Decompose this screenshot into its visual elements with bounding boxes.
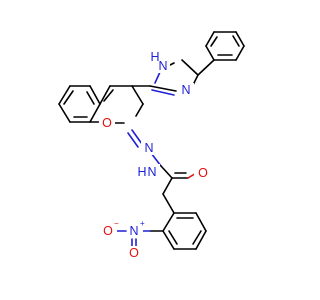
nitro-nitrogen-charge: +: [140, 219, 145, 228]
atom-labels: N H N O N N H O N + O − O: [99, 50, 210, 260]
nitro-oxygen-left-charge: −: [114, 219, 119, 228]
carbonyl-oxygen-label: O: [198, 166, 208, 180]
hydrazide-h-label: H: [137, 165, 146, 179]
hydrazone-linker: [127, 129, 199, 195]
benzimidazole-nh-h-label: H: [150, 50, 159, 64]
benzimidazole-n-label: N: [181, 83, 190, 97]
nitrobenzene-ring: [115, 193, 207, 250]
hydrazide-nitrogen-label: N: [147, 165, 156, 179]
benzimidazole-nh-label: N: [158, 59, 167, 73]
chemical-structure: N H N O N N H O N + O − O: [58, 31, 245, 260]
chromene-benzo-ring: [58, 85, 101, 123]
nitro-nitrogen-label: N: [129, 224, 138, 238]
nitro-oxygen-left-label: O: [103, 224, 113, 238]
pyran-ring: [89, 85, 144, 124]
imine-nitrogen-label: N: [144, 141, 153, 155]
nitro-oxygen-bottom-label: O: [129, 246, 139, 260]
chromene-oxygen-label: O: [102, 116, 112, 130]
